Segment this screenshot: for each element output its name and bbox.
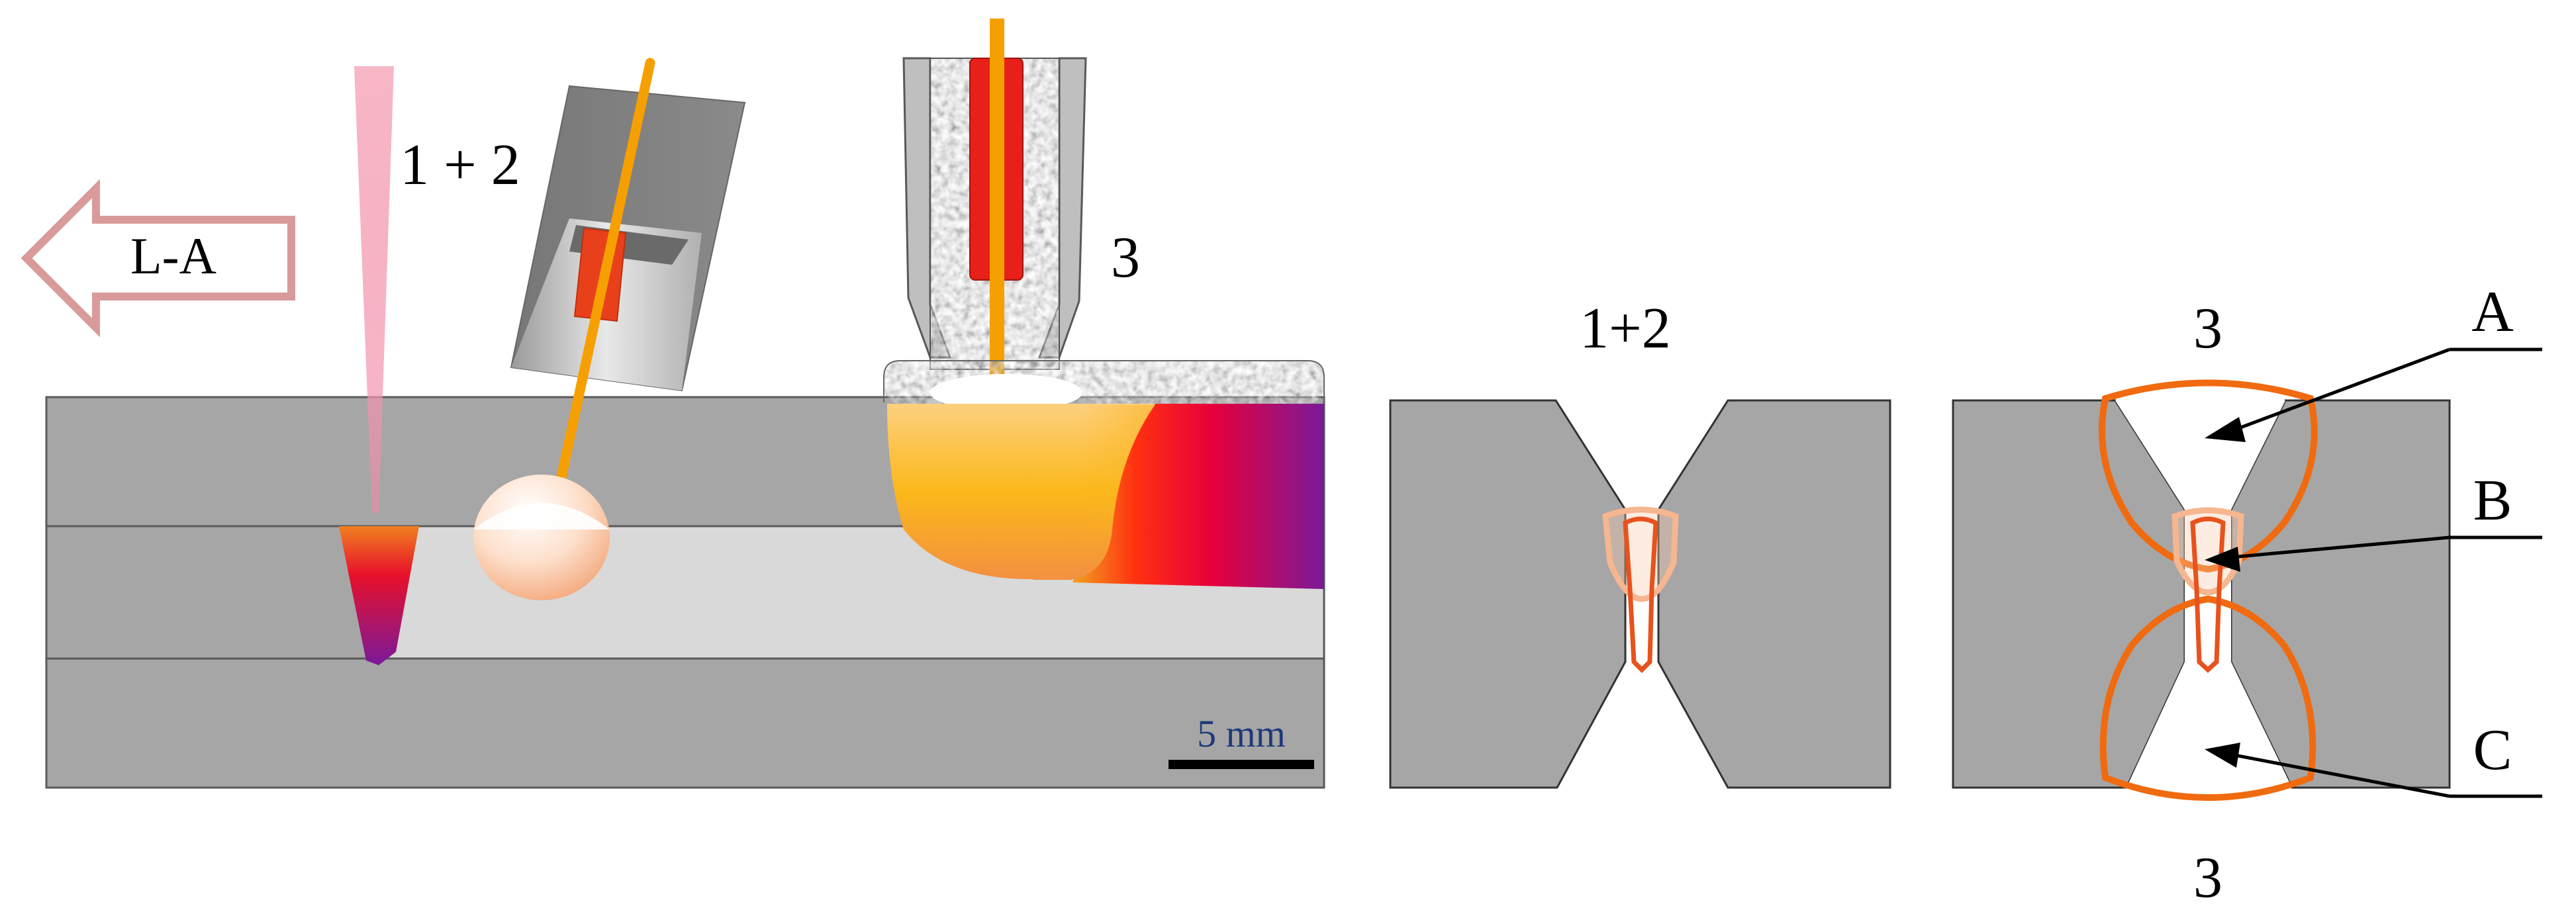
top-saw-bead [2099, 379, 2318, 573]
keyhole [339, 526, 419, 665]
middle-gmaw-bead [1602, 506, 1679, 602]
middle-label: 1+2 [1580, 297, 1671, 361]
wire-2 [990, 19, 1004, 376]
arc-cavity [930, 374, 1082, 411]
right-label-bottom: 3 [2193, 846, 2222, 910]
callout-c-label: C [2473, 718, 2512, 782]
lower-plate [45, 657, 1325, 789]
middle-panel: 1+2 [1389, 297, 1891, 789]
right-laser-root [2190, 516, 2226, 673]
middle-laser-root [1623, 516, 1658, 673]
direction-arrow [21, 179, 295, 338]
middle-right-plate [1657, 399, 1891, 789]
right-panel: 3 3 A B C [1952, 280, 2542, 910]
scale-bar [1169, 760, 1314, 769]
process-label-3: 3 [1111, 226, 1140, 290]
process-label-12: 1 + 2 [400, 133, 520, 197]
saw-torch [883, 19, 1325, 411]
wire-1 [554, 58, 655, 492]
scale-label: 5 mm [1197, 712, 1286, 755]
middle-left-plate [1389, 399, 1627, 789]
callout-c-arrowhead [2205, 743, 2240, 768]
callout-b-arrowhead [2205, 547, 2240, 572]
right-left-plate [1952, 399, 2186, 789]
bottom-saw-bead [2099, 595, 2316, 801]
weld-pool [887, 404, 1324, 589]
laser-beam [354, 66, 394, 513]
callout-b-label: B [2473, 469, 2512, 533]
molten-droplet [473, 475, 610, 600]
left-panel: L-A 1 + 2 [21, 19, 1325, 789]
direction-label: L-A [130, 227, 216, 285]
callout-a-label: A [2471, 280, 2514, 344]
mig-torch [473, 58, 746, 600]
right-label-top: 3 [2193, 297, 2222, 361]
callout-a-arrowhead [2205, 417, 2246, 442]
